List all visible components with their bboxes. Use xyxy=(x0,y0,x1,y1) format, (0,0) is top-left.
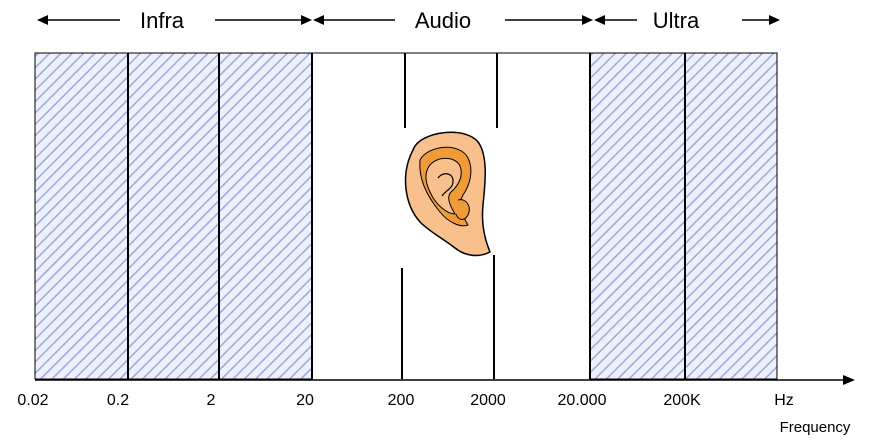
band-label-row: Infra Audio Ultra xyxy=(37,8,780,33)
ultra-right-arrowhead xyxy=(769,15,780,25)
band-label-infra: Infra xyxy=(140,8,185,33)
infra-right-arrowhead xyxy=(301,15,312,25)
tick-label: 0.02 xyxy=(17,392,48,409)
axis-title: Frequency xyxy=(780,419,851,436)
tick-label: 2000 xyxy=(470,392,506,409)
tick-label-unit: Hz xyxy=(774,392,794,409)
tick-label: 200 xyxy=(388,392,415,409)
tick-label: 200K xyxy=(663,392,701,409)
ultra-region xyxy=(589,52,778,380)
band-label-ultra: Ultra xyxy=(653,8,700,33)
tick-label: 20 xyxy=(296,392,314,409)
ear-icon xyxy=(404,131,491,257)
frequency-axis-arrowhead xyxy=(843,375,855,385)
tick-label: 20.000 xyxy=(558,392,607,409)
infra-region xyxy=(34,52,313,380)
tick-label: 2 xyxy=(207,392,216,409)
band-label-audio: Audio xyxy=(415,8,471,33)
infra-left-arrowhead xyxy=(37,15,48,25)
decade-dividers xyxy=(127,53,686,379)
tick-label: 0.2 xyxy=(107,392,129,409)
audio-right-arrowhead xyxy=(582,15,593,25)
tick-labels: 0.02 0.2 2 20 200 2000 20.000 200K Hz xyxy=(17,392,793,409)
